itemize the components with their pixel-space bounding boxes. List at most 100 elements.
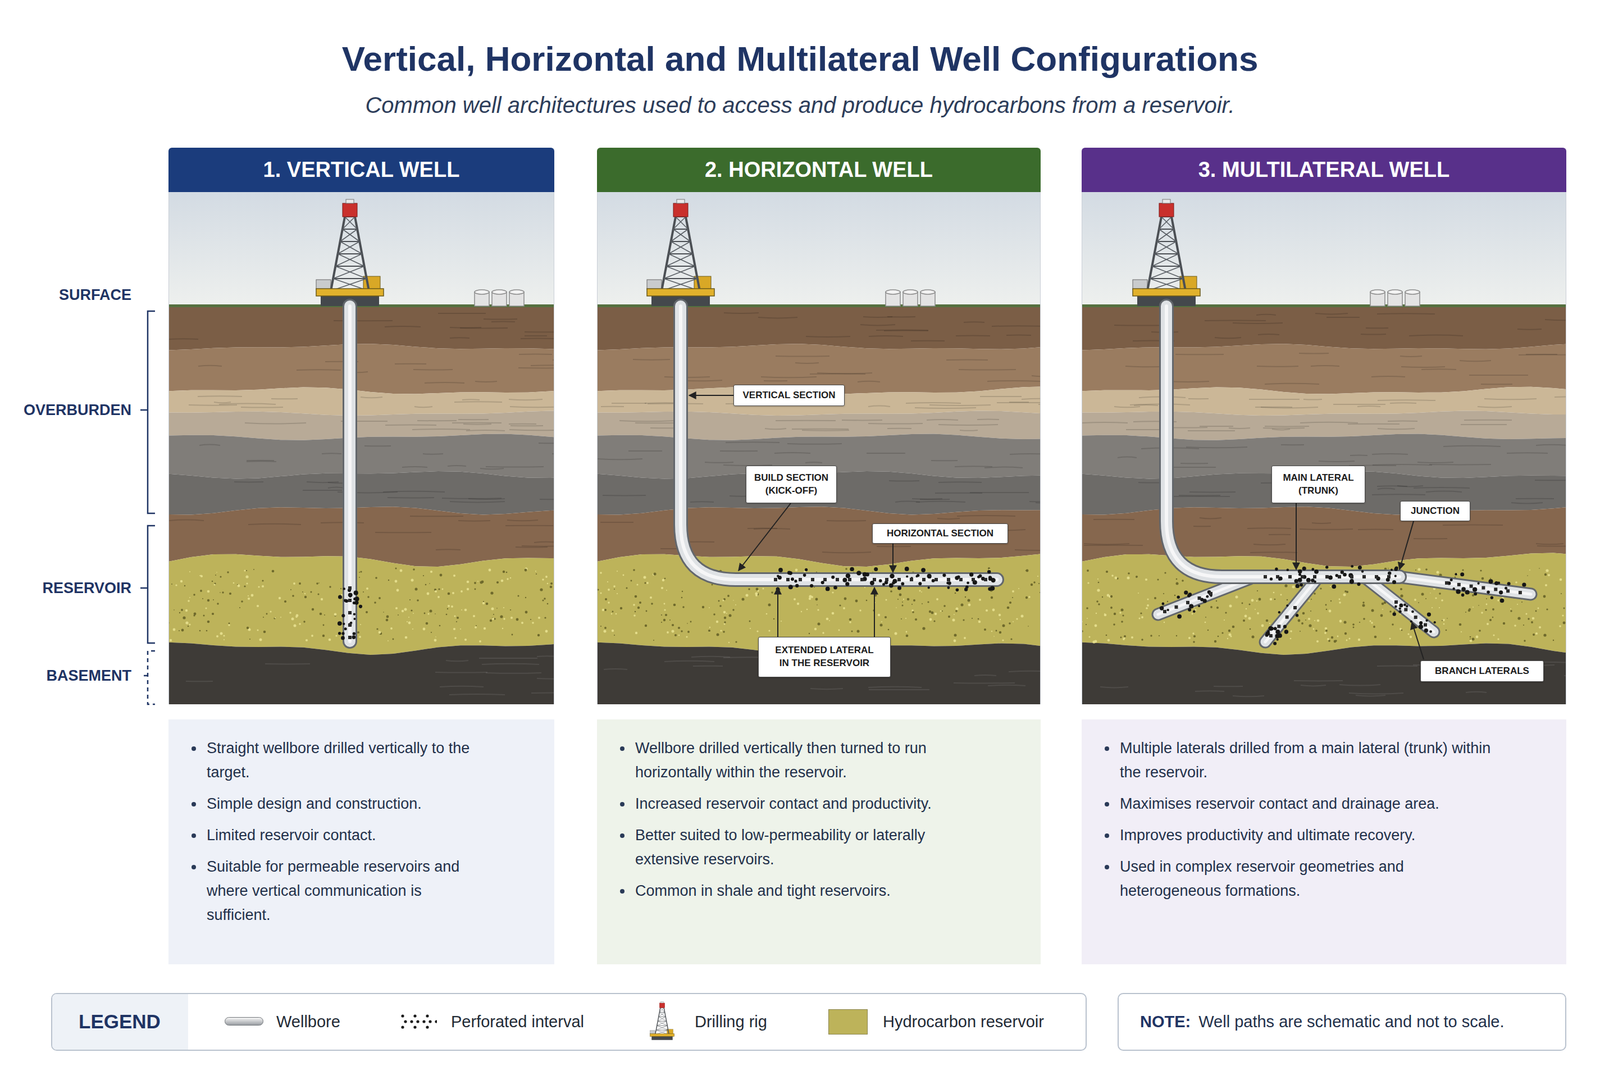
perforation bbox=[1424, 628, 1429, 633]
rock-texture bbox=[515, 546, 548, 549]
rock-texture bbox=[1204, 319, 1266, 322]
reservoir-grain bbox=[663, 608, 666, 611]
perforation bbox=[884, 580, 888, 585]
reservoir-grain bbox=[1210, 605, 1213, 609]
perforation-hole bbox=[810, 577, 815, 582]
rock-texture bbox=[1315, 313, 1348, 314]
reservoir-grain bbox=[1515, 581, 1518, 584]
perforation bbox=[790, 577, 795, 581]
reservoir-grain bbox=[645, 610, 648, 613]
reservoir-grain bbox=[1374, 635, 1378, 639]
reservoir-grain bbox=[953, 613, 955, 615]
reservoir-grain bbox=[664, 613, 668, 617]
reservoir-grain bbox=[1516, 603, 1519, 605]
derrick-brace bbox=[340, 241, 363, 254]
depth-zone-label: BASEMENT bbox=[0, 666, 132, 685]
rig-platform bbox=[649, 1033, 674, 1037]
reservoir-grain bbox=[1543, 595, 1547, 599]
rig-doghouse bbox=[646, 279, 662, 290]
rock-texture bbox=[1397, 485, 1424, 487]
reservoir-grain bbox=[1123, 635, 1127, 638]
rock-texture bbox=[810, 688, 843, 690]
rock-texture bbox=[219, 403, 276, 405]
reservoir-grain bbox=[955, 609, 958, 613]
rock-texture bbox=[1180, 462, 1209, 464]
reservoir-grain bbox=[1338, 598, 1341, 601]
derrick-brace bbox=[659, 1012, 665, 1013]
derrick-brace bbox=[659, 1008, 664, 1013]
rock-texture bbox=[507, 520, 539, 521]
reservoir-grain bbox=[1258, 598, 1262, 601]
reservoir-grain bbox=[404, 636, 408, 640]
panel-description: Multiple laterals drilled from a main la… bbox=[1081, 719, 1567, 965]
rig-crown bbox=[1159, 203, 1174, 217]
reservoir-grain bbox=[1525, 613, 1528, 615]
rock-texture bbox=[1083, 544, 1143, 546]
perforation bbox=[1284, 629, 1289, 634]
note-heading: NOTE: bbox=[1140, 1012, 1191, 1032]
reservoir-grain bbox=[1038, 582, 1040, 585]
panel-title: 3. MULTILATERAL WELL bbox=[1198, 157, 1451, 182]
reservoir-grain bbox=[953, 639, 957, 643]
reservoir-grain bbox=[412, 612, 414, 614]
reservoir-grain bbox=[735, 640, 737, 643]
rock-texture bbox=[1365, 327, 1389, 329]
reservoir-grain bbox=[543, 597, 546, 600]
perforation bbox=[856, 570, 861, 576]
reservoir-grain bbox=[1097, 578, 1099, 580]
perforation bbox=[1159, 605, 1164, 610]
reservoir-grain bbox=[602, 608, 605, 612]
rig-doghouse bbox=[1132, 279, 1148, 290]
perforation bbox=[1390, 568, 1393, 572]
rock-texture bbox=[791, 428, 849, 430]
reservoir-grain bbox=[216, 635, 219, 638]
bullet-item: Maximises reservoir contact and drainage… bbox=[1081, 791, 1495, 817]
perforation bbox=[1433, 621, 1437, 624]
callout-box: EXTENDED LATERAL IN THE RESERVOIR bbox=[758, 636, 891, 678]
perforation-hole bbox=[1444, 581, 1449, 585]
derrick-brace bbox=[657, 1020, 667, 1022]
reservoir-grain bbox=[686, 636, 688, 638]
perforation bbox=[1265, 633, 1269, 637]
perforation-dot bbox=[400, 1025, 404, 1029]
callout-box: HORIZONTAL SECTION bbox=[872, 523, 1009, 544]
reservoir-grain bbox=[1468, 609, 1471, 612]
rock-texture bbox=[690, 500, 714, 503]
reservoir-grain bbox=[243, 569, 246, 572]
rig-platform bbox=[316, 288, 384, 296]
sky bbox=[168, 192, 555, 308]
rock-texture bbox=[1035, 502, 1041, 504]
perforation bbox=[1521, 582, 1526, 587]
reservoir-grain bbox=[416, 599, 419, 602]
perforation bbox=[966, 581, 970, 585]
rock-texture bbox=[725, 441, 780, 444]
perforation bbox=[1403, 603, 1407, 606]
rock-texture bbox=[454, 400, 503, 403]
bullet-text: Multiple laterals drilled from a main la… bbox=[1119, 736, 1495, 785]
reservoir-grain bbox=[262, 580, 264, 582]
perforation-hole bbox=[1493, 587, 1498, 591]
reservoir-grain bbox=[434, 590, 437, 593]
bullet-dot bbox=[1104, 833, 1110, 838]
callout-label: BRANCH LATERALS bbox=[1434, 664, 1530, 678]
reservoir-grain bbox=[203, 614, 205, 617]
perforation-hole bbox=[798, 577, 802, 582]
rock-texture bbox=[1214, 337, 1242, 339]
perforation bbox=[862, 572, 868, 577]
perforation-hole bbox=[786, 577, 790, 582]
rock-texture bbox=[466, 429, 505, 432]
reservoir-grain bbox=[604, 626, 607, 629]
rock-texture bbox=[758, 317, 798, 318]
reservoir-grain bbox=[475, 625, 477, 627]
derrick-brace bbox=[659, 1012, 666, 1017]
reservoir-grain bbox=[226, 571, 229, 573]
rock-texture bbox=[199, 444, 221, 446]
rock-texture bbox=[1409, 335, 1463, 336]
reservoir-grain bbox=[386, 615, 390, 619]
reservoir-grain bbox=[1251, 635, 1255, 639]
perforation bbox=[1297, 569, 1303, 574]
reservoir-grain bbox=[728, 641, 730, 644]
reservoir-grain bbox=[253, 568, 255, 571]
reservoir-grain bbox=[680, 630, 683, 632]
reservoir-grain bbox=[719, 604, 722, 608]
